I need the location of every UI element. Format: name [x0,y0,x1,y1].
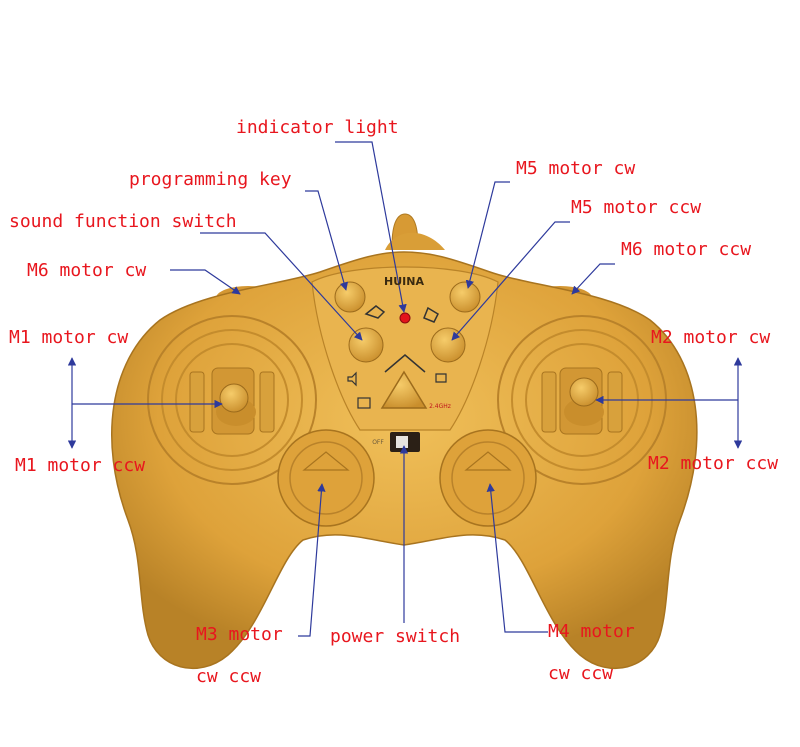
indicator-led [399,312,411,324]
label-m5-motor-cw: M5 motor cw [516,158,636,179]
label-m1-motor-cw: M1 motor cw [9,327,129,348]
label-m4-cw-ccw: cw ccw [548,663,614,684]
label-power-switch: power switch [330,626,461,647]
m6-cw-leader [170,269,241,295]
label-m6-motor-cw: M6 motor cw [27,260,147,281]
programming-key-leader [305,190,348,291]
excavator-icon [364,305,386,319]
label-m2-motor-ccw: M2 motor ccw [648,453,779,474]
indicator-light-leader [335,141,407,313]
m3-rotary-pad[interactable] [277,429,375,527]
label-sound-function-switch: sound function switch [9,211,237,232]
m5-cw-leader [465,181,510,289]
label-programming-key: programming key [129,169,292,190]
left-joystick[interactable] [216,383,256,426]
leader-lines [67,141,743,637]
sound-function-switch-leader [200,232,363,341]
off-mark: OFF [372,439,384,446]
speaker-icon [347,371,357,387]
excavator-icon [423,306,439,323]
label-m1-motor-ccw: M1 motor ccw [15,455,146,476]
programming-key-button[interactable] [334,281,366,313]
sound-function-switch-button[interactable] [348,327,384,363]
right-joystick[interactable] [564,377,604,426]
truck-icon [435,373,447,383]
frequency-mark: 2.4GHz [429,403,451,410]
label-m4-motor: M4 motor [548,621,635,642]
triangle-button[interactable] [380,370,428,409]
lock-icon [357,397,371,409]
m6-ccw-leader [571,263,615,295]
m5-ccw-leader [451,221,570,341]
brand-logo: HUINA [384,275,424,288]
antenna-ridge [385,232,445,250]
label-m5-motor-ccw: M5 motor ccw [571,197,702,218]
panel-chevron [384,354,426,373]
label-m2-motor-cw: M2 motor cw [651,327,771,348]
m5-cw-button[interactable] [449,281,481,313]
label-m3-cw-ccw: cw ccw [196,666,262,687]
m4-leader [486,483,548,633]
m3-leader [298,483,326,637]
label-m6-motor-ccw: M6 motor ccw [621,239,752,260]
m5-ccw-button[interactable] [430,327,466,363]
label-indicator-light: indicator light [236,117,399,138]
power-switch-slider[interactable] [396,436,408,448]
m4-rotary-pad[interactable] [439,429,537,527]
label-m3-motor: M3 motor [196,624,283,645]
